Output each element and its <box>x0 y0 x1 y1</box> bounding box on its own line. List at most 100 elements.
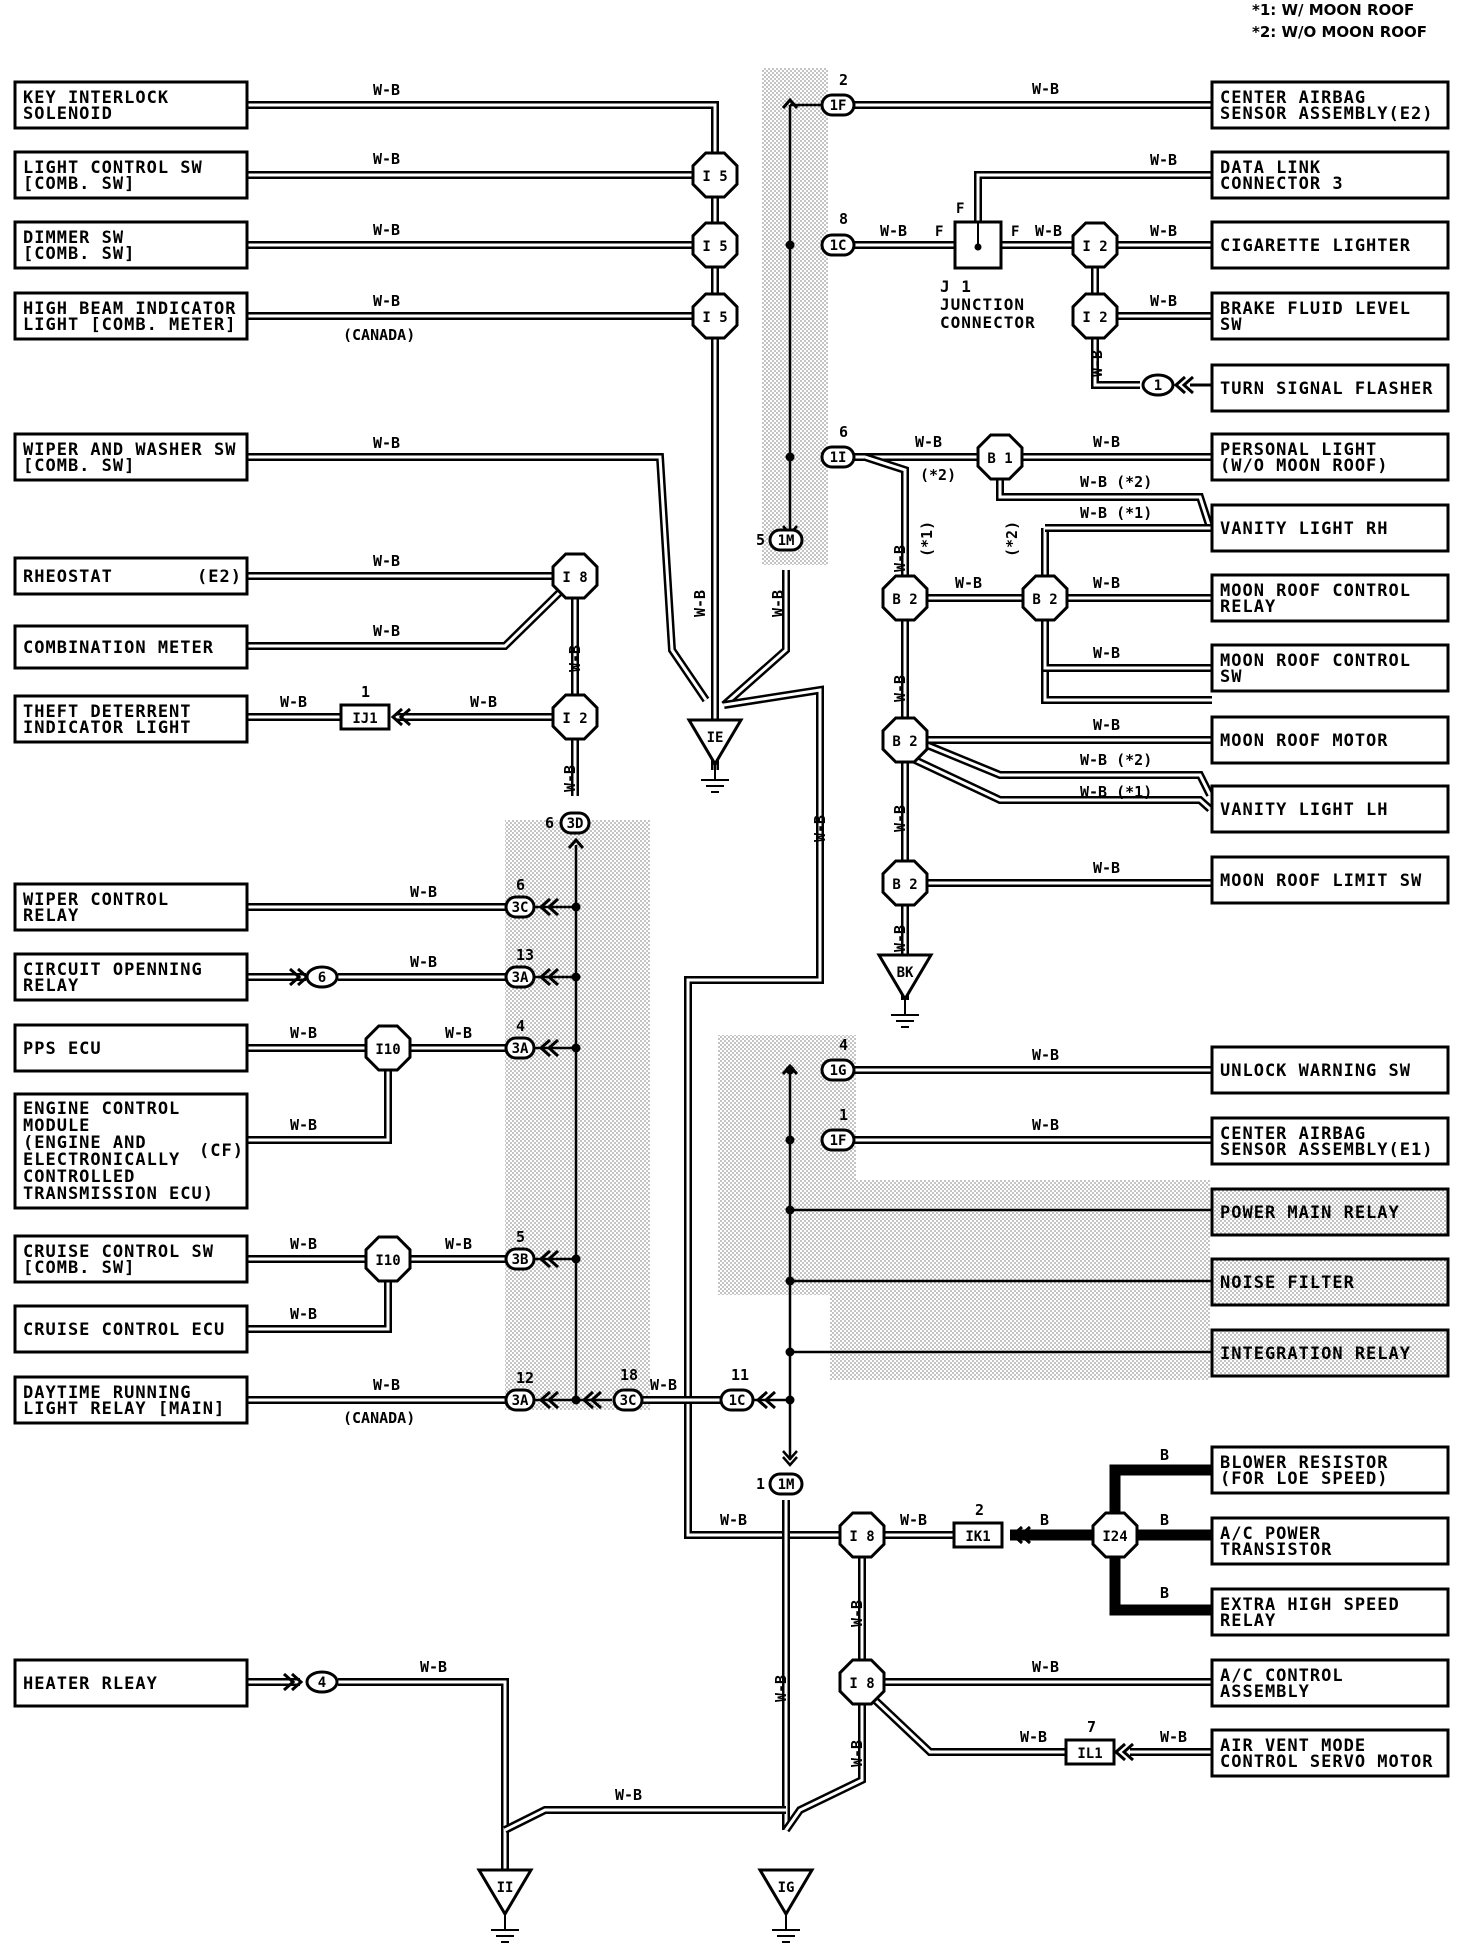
conn-1i-top-label: 1I <box>830 450 847 466</box>
component-left-3-line-2: [COMB. SW] <box>23 244 135 264</box>
conn-1m-top-label: 1M <box>778 533 795 549</box>
label-wb-pps: W-B <box>290 1024 317 1042</box>
component-left-13-line-1: CRUISE CONTROL SW <box>23 1242 214 1262</box>
splice-i8-b1: I 8 <box>838 1511 886 1559</box>
ground-ii-label: II <box>497 1880 514 1896</box>
label-wb-ii-ig: W-B <box>615 1786 642 1804</box>
component-left-16: HEATER RLEAY <box>13 1658 249 1708</box>
splice-i2-mid-label: I 2 <box>562 711 587 727</box>
conn-3x-5-label: 3A <box>512 1393 529 1409</box>
note-no-moon-roof: *2: W/O MOON ROOF <box>1252 23 1427 41</box>
pin-3x-3: 4 <box>516 1017 525 1035</box>
pin-1-1m: 1 <box>756 1475 765 1493</box>
conn-il1: IL1 <box>1064 1738 1116 1766</box>
label-wb-ik1: W-B <box>900 1511 927 1529</box>
conn-1m-top: 1M <box>768 528 804 552</box>
component-right-21-line-2: ASSEMBLY <box>1220 1682 1310 1702</box>
label-wb-flasher: W-B <box>1088 350 1106 377</box>
pin-4-1g: 4 <box>839 1036 848 1054</box>
pin-2-1f: 2 <box>839 71 848 89</box>
label-wb-3d: W-B <box>561 765 579 792</box>
arrow-3x-5 <box>538 1390 559 1410</box>
conn-1c-bottom-label: 1C <box>729 1393 746 1409</box>
component-right-14-line-1: CENTER AIRBAG <box>1220 1124 1366 1144</box>
component-right-12-line-1: MOON ROOF LIMIT SW <box>1220 871 1422 891</box>
splice-i5-c-label: I 5 <box>702 310 727 326</box>
component-left-13-line-2: [COMB. SW] <box>23 1258 135 1278</box>
splice-i5-b-label: I 5 <box>702 239 727 255</box>
conn-3x-2: 3A <box>504 965 536 989</box>
splice-i24: I24 <box>1091 1511 1139 1559</box>
label-note-2-h: (*2) <box>920 466 956 484</box>
label-wb-5: W-B <box>373 434 400 452</box>
label-wb-csw2: W-B <box>445 1235 472 1253</box>
conn-1i-top: 1I <box>820 445 856 469</box>
splice-i2-mid: I 2 <box>551 693 599 741</box>
label-wb-dlc: W-B <box>1150 151 1177 169</box>
label-wb-ecm: W-B <box>290 1116 317 1134</box>
component-right-19-line-2: TRANSISTOR <box>1220 1540 1332 1560</box>
splice-i10-b: I10 <box>364 1235 412 1283</box>
component-right-4-line-2: SW <box>1220 315 1242 335</box>
component-right-12: MOON ROOF LIMIT SW <box>1210 855 1450 905</box>
component-left-3: DIMMER SW[COMB. SW] <box>13 220 249 270</box>
label-wb-b2a: W-B <box>955 574 982 592</box>
component-rheostat-line-1: RHEOSTAT <box>23 567 113 587</box>
label-wb-i8ig: W-B <box>848 1740 866 1767</box>
label-wb-note-1b: W-B (*1) <box>1080 783 1152 801</box>
label-wb-meter: W-B <box>373 622 400 640</box>
component-right-19-line-1: A/C POWER <box>1220 1524 1321 1544</box>
bus-lower-up <box>781 1063 799 1075</box>
label-wb-motor: W-B <box>1093 716 1120 734</box>
junction-dot <box>571 972 581 982</box>
ecm-line-5: CONTROLLED <box>23 1167 135 1187</box>
label-wb-mr-relay: W-B <box>1093 574 1120 592</box>
splice-b2-c: B 2 <box>881 859 929 907</box>
junction-dot <box>571 1043 581 1053</box>
component-left-4-line-1: HIGH BEAM INDICATOR <box>23 299 236 319</box>
label-wb-i8i2: W-B <box>566 645 584 672</box>
wire-ecm <box>247 1070 392 1144</box>
component-right-13-line-1: UNLOCK WARNING SW <box>1220 1061 1411 1081</box>
component-right-18: BLOWER RESISTOR(FOR LOE SPEED) <box>1210 1445 1450 1495</box>
splice-i2-top-label: I 2 <box>1082 239 1107 255</box>
component-right-13: UNLOCK WARNING SW <box>1210 1045 1450 1095</box>
wire-heater-b <box>338 1678 509 1870</box>
j1-pin-in: F <box>935 224 943 240</box>
label-wb-rheostat: W-B <box>373 552 400 570</box>
splice-i8-b2: I 8 <box>838 1658 886 1706</box>
component-right-1-line-2: SENSOR ASSEMBLY(E2) <box>1220 104 1433 124</box>
wire-vanity-rh-2 <box>996 480 1214 530</box>
splice-i8-mid: I 8 <box>551 552 599 600</box>
junction-dot <box>571 1254 581 1264</box>
splice-i2-brake: I 2 <box>1071 292 1119 340</box>
component-left-15-line-1: DAYTIME RUNNING <box>23 1383 192 1403</box>
label-wb-j1-out: W-B <box>1035 222 1062 240</box>
splice-i2-brake-label: I 2 <box>1082 310 1107 326</box>
component-left-14-line-1: CRUISE CONTROL ECU <box>23 1320 225 1340</box>
component-right-16-line-1: NOISE FILTER <box>1220 1273 1355 1293</box>
j1-name-1: JUNCTION <box>940 295 1025 314</box>
label-wb-cig: W-B <box>1150 222 1177 240</box>
splice-b1: B 1 <box>976 433 1024 481</box>
component-right-7-line-1: VANITY LIGHT RH <box>1220 519 1389 539</box>
j1-pin-out: F <box>1011 224 1019 240</box>
arrow-1c-bus <box>755 1390 776 1410</box>
wire-ii-ig <box>503 1806 786 1834</box>
label-wb-heater: W-B <box>420 1658 447 1676</box>
junction-dot <box>571 902 581 912</box>
conn-ij1: IJ1 <box>339 703 391 731</box>
component-left-7-line-1: COMBINATION METER <box>23 638 214 658</box>
conn-1f-top: 1F <box>820 93 856 117</box>
label-wb-2: W-B <box>373 150 400 168</box>
j1-pin-left: F <box>956 201 964 217</box>
wire-cruise-ecu <box>247 1281 392 1333</box>
splice-b2-a-label: B 2 <box>892 592 917 608</box>
bus-top-arrow <box>781 97 799 109</box>
conn-3d: 3D <box>559 811 591 835</box>
conn-3x-1-label: 3C <box>512 900 529 916</box>
component-right-15: POWER MAIN RELAY <box>1210 1187 1450 1237</box>
label-wb-note-1a: W-B (*1) <box>1080 504 1152 522</box>
